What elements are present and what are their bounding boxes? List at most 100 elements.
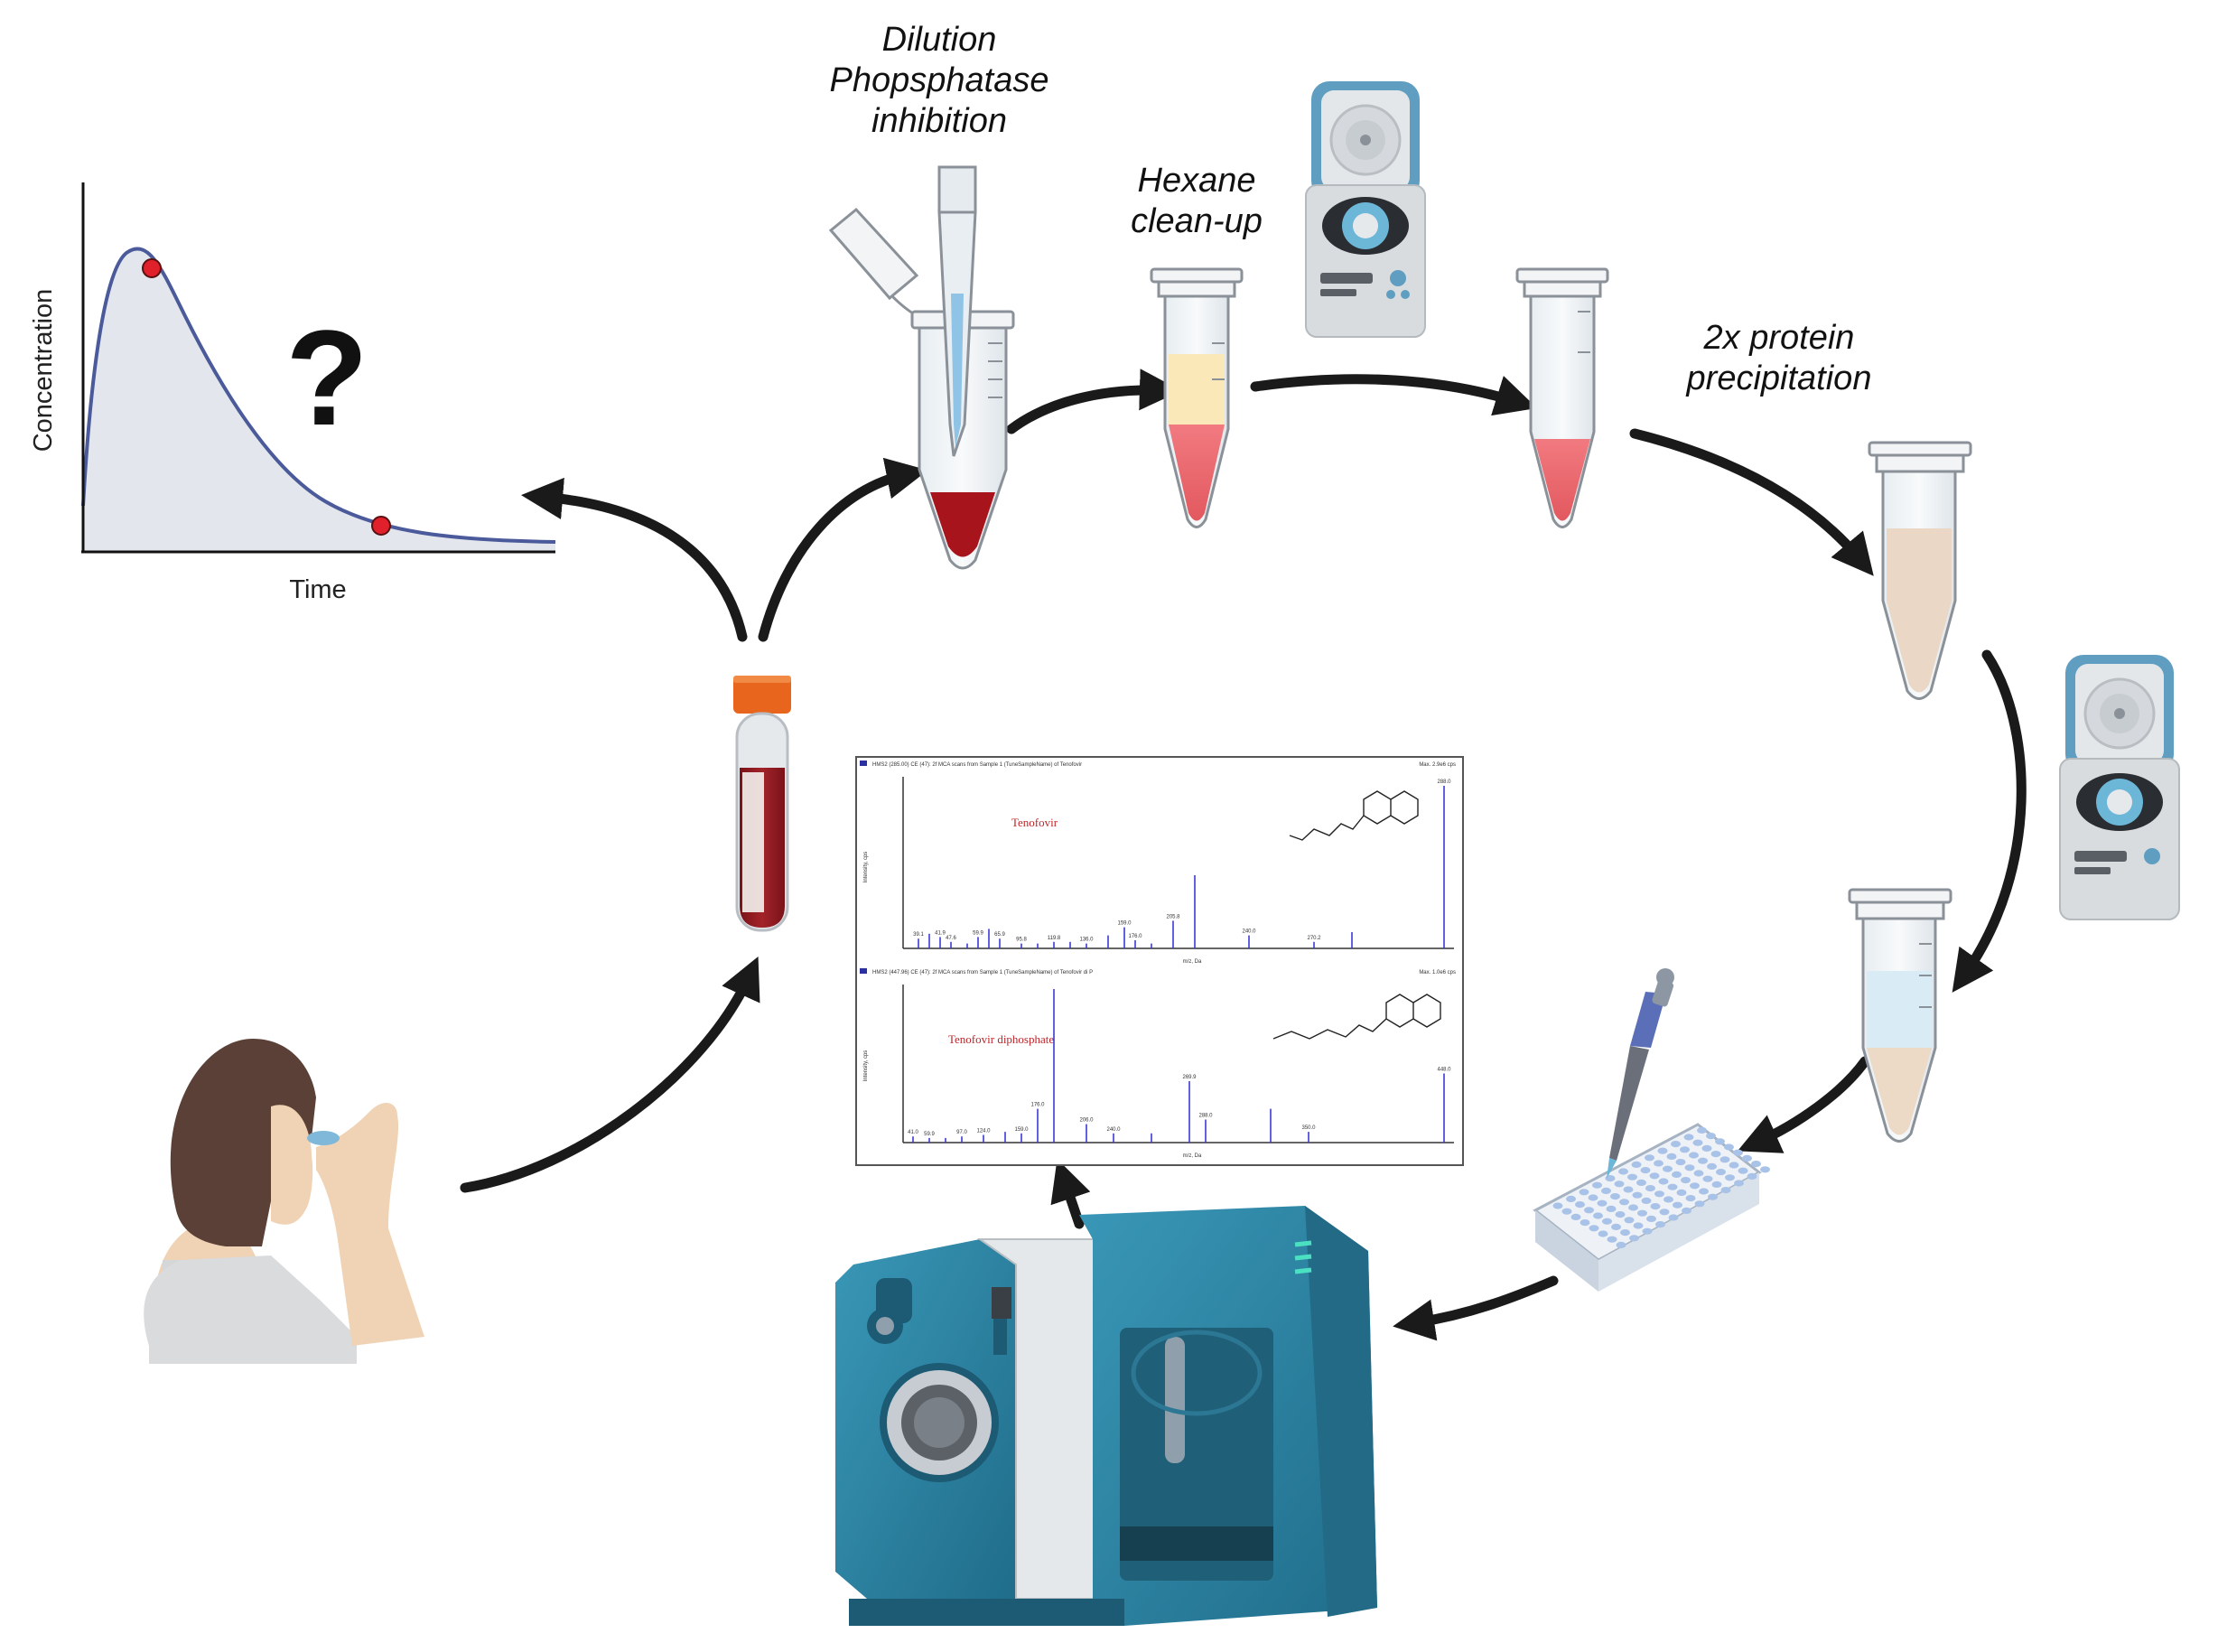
arrow-patient-to-tube	[460, 956, 760, 1193]
well	[1628, 1204, 1638, 1211]
well	[1697, 1126, 1707, 1134]
step-label-hexane-line1: Hexane	[1137, 162, 1256, 200]
well	[1605, 1175, 1616, 1182]
spectrum-peak-label: 65.9	[994, 932, 1005, 938]
well	[1683, 1134, 1694, 1141]
well	[1650, 1203, 1661, 1210]
well	[1566, 1195, 1576, 1202]
well	[1658, 1178, 1669, 1185]
well	[1579, 1189, 1589, 1196]
tenofovir-structure	[1289, 790, 1419, 841]
spectrum-peak-label: 206.0	[1079, 1118, 1094, 1124]
well	[1552, 1202, 1563, 1209]
spectrum-peak-label: 269.9	[1182, 1075, 1197, 1080]
pk-x-label: Time	[289, 575, 346, 604]
well	[1655, 1221, 1665, 1228]
well	[1616, 1241, 1626, 1248]
well	[1682, 1207, 1691, 1214]
well	[1598, 1230, 1608, 1237]
well	[1615, 1211, 1626, 1218]
well	[1715, 1138, 1725, 1145]
pk-question-mark: ?	[285, 302, 368, 453]
well	[1614, 1181, 1625, 1188]
well	[1699, 1188, 1709, 1195]
well	[1719, 1156, 1730, 1163]
spectrum-peak-label: 124.0	[976, 1129, 991, 1134]
well	[1611, 1223, 1621, 1230]
red-tube	[1515, 267, 1609, 528]
spectrum-top-max: Max. 2.9e6 cps	[1419, 762, 1456, 768]
well	[1738, 1167, 1748, 1174]
spectrum-peak-label: 288.0	[1437, 779, 1451, 785]
spectrum-peak-label: 176.0	[1128, 934, 1142, 939]
hexane-tube	[1150, 267, 1244, 528]
well	[1637, 1209, 1647, 1217]
spectrum-bottom-header: HMS2 (447.96) CE (47): 2f MCA scans from…	[872, 970, 1093, 975]
pk-marker-peak	[142, 258, 162, 278]
spectrum-peak-label: 176.0	[1030, 1103, 1045, 1108]
well	[1692, 1139, 1703, 1146]
well	[1636, 1179, 1646, 1186]
step-label-hexane-line2: clean-up	[1131, 202, 1263, 240]
step-label-precipitation-line1: 2x protein	[1703, 319, 1855, 357]
well	[1645, 1154, 1654, 1162]
well	[1675, 1159, 1686, 1166]
supernatant-tube	[1848, 888, 1952, 1143]
well	[1575, 1201, 1585, 1209]
spectrum-peak-label: 119.8	[1048, 936, 1061, 941]
arrow-tube-to-plot	[520, 477, 748, 642]
spectrum-peak-label: 205.8	[1166, 914, 1180, 919]
workflow-arrows	[460, 369, 2027, 1341]
well	[1733, 1149, 1743, 1156]
arrow-ms-to-spectrum	[1050, 1159, 1091, 1229]
spectrum-peak-label: 59.9	[973, 930, 983, 936]
well	[1693, 1170, 1704, 1177]
well	[1711, 1181, 1722, 1188]
well	[1602, 1218, 1612, 1225]
well	[1710, 1151, 1721, 1158]
well	[1645, 1185, 1655, 1192]
spectrum-peak-label: 41.0	[908, 1130, 918, 1135]
well	[1633, 1222, 1644, 1229]
precipitation-tube	[1868, 441, 1972, 700]
well	[1597, 1199, 1608, 1207]
spectrum-peak-label: 350.0	[1301, 1125, 1316, 1131]
arrow-clear-to-plate	[1737, 1056, 1870, 1153]
well	[1681, 1177, 1691, 1184]
well	[1627, 1173, 1637, 1181]
well	[1620, 1229, 1630, 1237]
well	[1657, 1147, 1668, 1154]
well	[1663, 1165, 1673, 1172]
well	[1734, 1180, 1744, 1187]
well	[1720, 1187, 1731, 1194]
well	[1716, 1169, 1726, 1176]
spectrum-top-header: HMS2 (285.00) CE (47): 2f MCA scans from…	[872, 762, 1082, 768]
well	[1642, 1227, 1653, 1235]
well	[1694, 1200, 1705, 1208]
spectrum-peak-label: 240.0	[1242, 929, 1256, 935]
spectrum-top-yunit: Intensity, cps	[863, 852, 869, 883]
spectrum-peak-label: 270.2	[1307, 936, 1321, 941]
centrifuge-right	[2059, 655, 2180, 920]
well	[1685, 1195, 1696, 1202]
spectrum-bottom-compound: Tenofovir diphosphate	[948, 1032, 1054, 1046]
spectrum-top-xunit: m/z, Da	[1183, 959, 1202, 965]
step-label-hexane: Hexane clean-up	[1093, 161, 1300, 242]
well	[1760, 1166, 1770, 1173]
well-plate	[1533, 1123, 1770, 1292]
well	[1618, 1168, 1628, 1175]
well	[1706, 1133, 1716, 1140]
well	[1664, 1196, 1673, 1203]
spectrum-bottom-xunit: m/z, Da	[1183, 1153, 1202, 1159]
step-label-dilution-line1: Dilution	[881, 21, 997, 59]
well	[1725, 1174, 1735, 1181]
well	[1632, 1191, 1643, 1199]
well	[1666, 1153, 1677, 1160]
spectrum-peak-label: 288.0	[1198, 1114, 1213, 1119]
well	[1698, 1157, 1708, 1164]
well	[1702, 1175, 1713, 1182]
well	[1680, 1146, 1690, 1153]
arrow-hexane-to-tube	[1250, 374, 1538, 416]
centrifuge-top	[1305, 81, 1426, 338]
